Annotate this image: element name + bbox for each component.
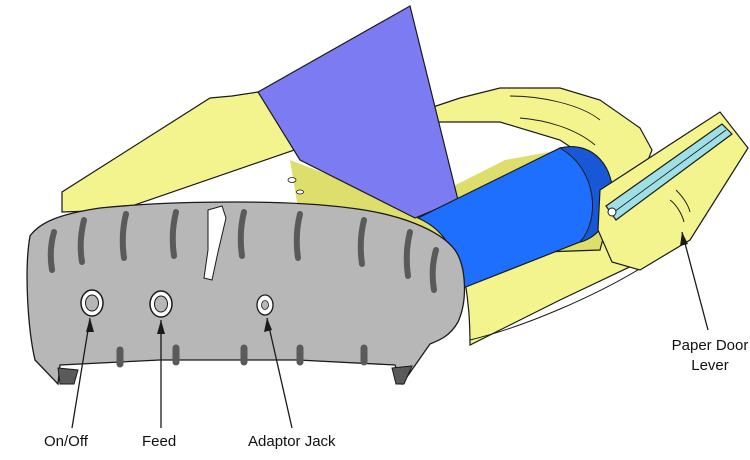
label-on-off: On/Off — [44, 433, 89, 450]
grip-top-3 — [123, 214, 126, 258]
label-adaptor-jack: Adaptor Jack — [248, 433, 336, 450]
grip-top-7 — [361, 220, 364, 264]
foot-left — [58, 368, 78, 384]
paper-sheet — [258, 6, 458, 218]
grip-top-4 — [173, 212, 176, 256]
housing-screw-2 — [297, 190, 304, 194]
grip-top-6 — [297, 214, 300, 258]
feed-button — [150, 291, 172, 317]
grip-top-9 — [433, 250, 436, 290]
grip-top-8 — [407, 232, 410, 276]
lever-callout-line — [682, 232, 708, 330]
on-off-button — [81, 290, 103, 316]
grip-top-2 — [81, 220, 84, 262]
label-paper-door-lever-1: Paper Door — [672, 337, 749, 354]
adaptor-jack — [257, 295, 273, 315]
grip-top-5 — [241, 212, 244, 256]
grip-top-1 — [51, 232, 54, 270]
housing-screw-1 — [288, 178, 296, 183]
paper-door-lever-pivot — [608, 208, 616, 216]
label-feed: Feed — [142, 433, 176, 450]
label-paper-door-lever-2: Lever — [691, 357, 729, 374]
